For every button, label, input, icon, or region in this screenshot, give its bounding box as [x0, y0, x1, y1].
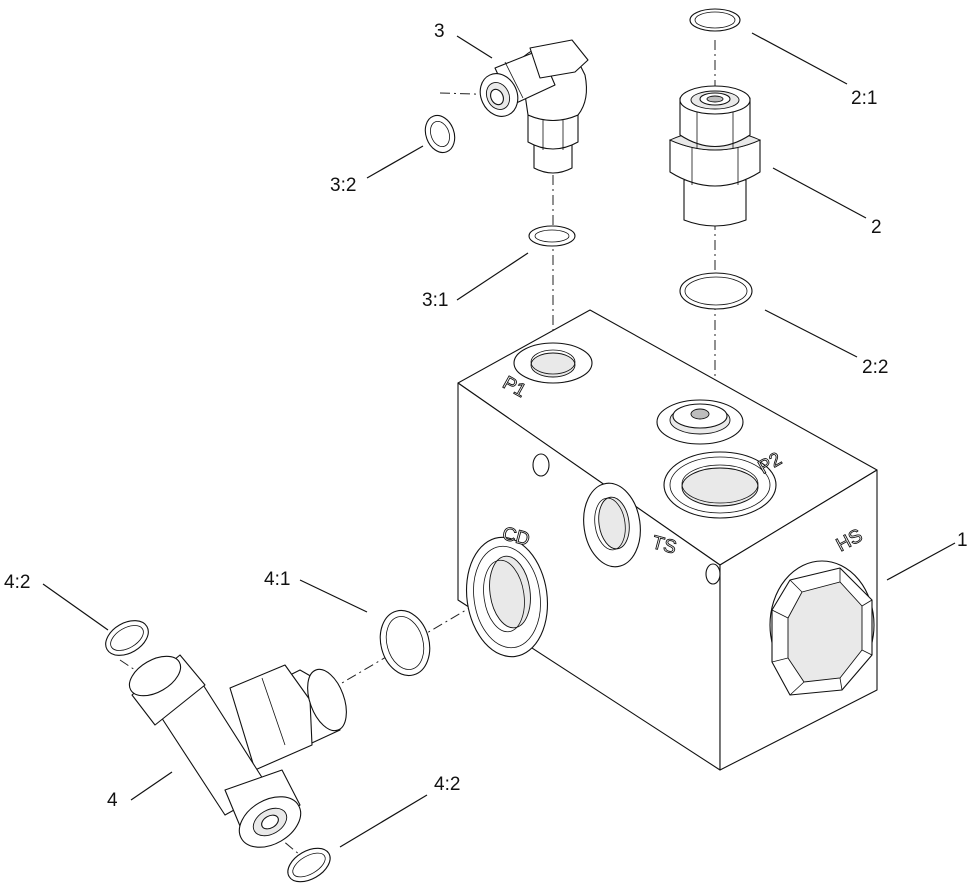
- o-ring-3-2: [424, 114, 456, 154]
- callout-4-2-bottom: 4:2: [434, 774, 460, 795]
- callout-labels: 1 2 2:1 2:2 3 3:1 3:2 4 4:1 4:2 4:2: [4, 21, 968, 811]
- mount-hole: [705, 563, 721, 585]
- port-p2-plug: [656, 399, 744, 445]
- elbow-fitting-part-3: [479, 39, 589, 174]
- callout-2: 2: [871, 217, 882, 238]
- manifold-block: P1 P2 CD TS HS: [457, 309, 878, 771]
- o-ring-4-2-top: [105, 620, 149, 656]
- callout-3-1: 3:1: [422, 290, 448, 311]
- callout-3: 3: [434, 21, 445, 42]
- port-p2-open: [663, 451, 777, 519]
- port-p1: [513, 342, 593, 384]
- straight-fitting-part-2: [668, 85, 762, 227]
- callout-3-2: 3:2: [330, 175, 356, 196]
- callout-2-2: 2:2: [862, 357, 888, 378]
- port-label-ts: TS: [650, 532, 679, 559]
- tee-fitting-part-4: [128, 654, 347, 848]
- mount-hole: [532, 453, 550, 477]
- port-hs-plug: [769, 560, 875, 696]
- leader-lines: [42, 32, 956, 848]
- port-ts: [583, 482, 641, 568]
- callout-1: 1: [957, 530, 968, 551]
- port-cd: [465, 536, 549, 658]
- o-ring-4-1: [379, 609, 431, 677]
- o-ring-2-1: [689, 8, 741, 32]
- callout-4: 4: [107, 790, 118, 811]
- callout-2-1: 2:1: [851, 88, 877, 109]
- callout-4-2-top: 4:2: [4, 572, 30, 593]
- o-ring-3-1: [528, 225, 576, 247]
- callout-4-1: 4:1: [264, 569, 290, 590]
- o-ring-2-2: [679, 272, 753, 310]
- o-ring-4-2-bottom: [287, 847, 331, 883]
